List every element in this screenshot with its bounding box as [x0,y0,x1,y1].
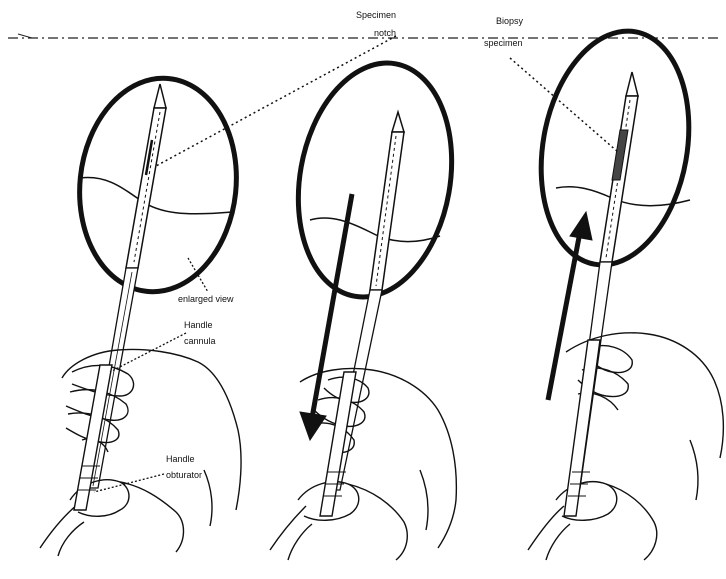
label-enlarged-view: enlarged view [178,294,234,304]
leader-handle-obturator [94,474,164,492]
panel-3 [510,19,723,560]
handle-3 [564,340,600,516]
needle-enlarged-2 [370,112,404,290]
panel-1 [40,70,247,556]
needle-enlarged-3 [600,72,638,262]
label-specimen: Specimen [356,10,396,20]
needle-enlarged-1 [126,84,166,268]
label-handle-cannula-line2: cannula [184,336,216,346]
label-biopsy-specimen: specimen [484,38,523,48]
label-handle-obturator-line1: Handle [166,454,195,464]
tissue-surface-1 [80,178,232,214]
hand-2 [270,369,456,561]
label-handle-obturator-line2: obturator [166,470,202,480]
handle-2 [320,372,356,516]
arrow-up-head [570,212,592,240]
arrow-up [548,232,580,400]
tissue-surface-2 [310,218,440,242]
leader-biopsy-specimen [510,58,618,152]
label-handle-cannula-line1: Handle [184,320,213,330]
label-biopsy: Biopsy [496,16,523,26]
hand-1 [40,350,241,557]
panel-2 [270,51,469,560]
hand-3 [528,333,723,560]
label-notch: notch [374,28,396,38]
leader-specimen-notch [156,36,396,166]
